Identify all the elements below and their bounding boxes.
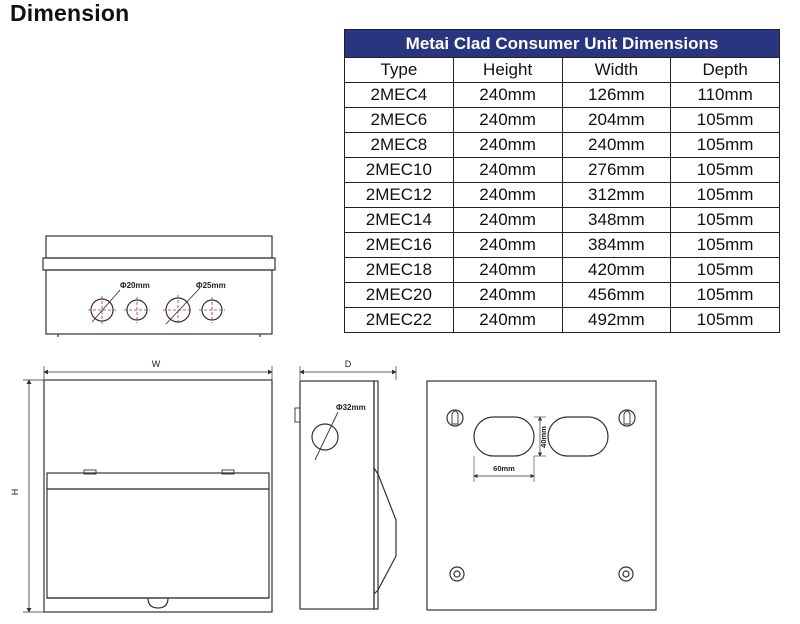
table-cell-depth: 105mm bbox=[670, 307, 780, 333]
table-cell-height: 240mm bbox=[452, 132, 563, 158]
knockout-phi32-icon bbox=[311, 423, 339, 451]
table-cell-type: 2MEC6 bbox=[344, 107, 454, 133]
side-view-door-profile bbox=[373, 467, 397, 595]
knockout-circle-4-icon bbox=[199, 297, 225, 323]
front-view-door bbox=[46, 488, 270, 599]
keyhole-mount-right-icon bbox=[618, 409, 636, 427]
table-cell-width: 204mm bbox=[561, 107, 672, 133]
dimensions-table: Metai Clad Consumer Unit Dimensions Type… bbox=[344, 29, 780, 333]
side-view-lid-edge bbox=[373, 380, 379, 610]
table-cell-depth: 105mm bbox=[670, 107, 780, 133]
side-view-drawing bbox=[294, 366, 397, 610]
table-caption: Metai Clad Consumer Unit Dimensions bbox=[344, 29, 780, 58]
table-cell-width: 492mm bbox=[561, 307, 672, 333]
table-cell-width: 126mm bbox=[561, 82, 672, 108]
slot-width-label: 60mm bbox=[493, 464, 515, 473]
knockout-phi32-label: Φ32mm bbox=[336, 403, 366, 412]
table-cell-height: 240mm bbox=[452, 282, 563, 308]
knockout-phi25-icon bbox=[163, 287, 201, 325]
table-cell-width: 384mm bbox=[561, 232, 672, 258]
table-cell-depth: 110mm bbox=[670, 82, 780, 108]
door-latch-icon bbox=[147, 597, 169, 609]
table-cell-width: 240mm bbox=[561, 132, 672, 158]
table-cell-width: 312mm bbox=[561, 182, 672, 208]
knockout-phi20-label: Φ20mm bbox=[120, 281, 150, 290]
cable-slot-right bbox=[547, 416, 609, 457]
knockout-phi25-label: Φ25mm bbox=[196, 281, 226, 290]
height-dimension-label: H bbox=[10, 489, 20, 496]
front-view-enclosure bbox=[43, 379, 273, 613]
table-cell-depth: 105mm bbox=[670, 182, 780, 208]
table-cell-height: 240mm bbox=[452, 107, 563, 133]
top-view-lid bbox=[45, 235, 273, 259]
table-cell-type: 2MEC16 bbox=[344, 232, 454, 258]
cable-slot-left bbox=[473, 416, 535, 457]
keyhole-mount-left-icon bbox=[446, 409, 464, 427]
table-cell-height: 240mm bbox=[452, 157, 563, 183]
top-view-body bbox=[45, 269, 273, 335]
table-cell-height: 240mm bbox=[452, 82, 563, 108]
table-header-row: Type Height Width Depth bbox=[344, 57, 780, 83]
side-view-body bbox=[299, 380, 375, 610]
slot-height-label: 40mm bbox=[539, 426, 548, 448]
column-header-height: Height bbox=[452, 57, 563, 83]
table-cell-height: 240mm bbox=[452, 307, 563, 333]
front-view-drawing bbox=[23, 366, 273, 613]
back-view-drawing bbox=[426, 380, 657, 611]
table-cell-type: 2MEC14 bbox=[344, 207, 454, 233]
table-cell-type: 2MEC8 bbox=[344, 132, 454, 158]
page-title: Dimension bbox=[10, 0, 130, 26]
screw-hole-left-icon bbox=[449, 566, 465, 582]
top-view-drawing bbox=[42, 235, 276, 337]
table-cell-type: 2MEC20 bbox=[344, 282, 454, 308]
width-dimension-label: W bbox=[152, 359, 161, 369]
table-cell-height: 240mm bbox=[452, 257, 563, 283]
knockout-phi20-icon bbox=[88, 289, 121, 324]
top-view-rim bbox=[42, 257, 276, 271]
screw-hole-right-icon bbox=[618, 566, 634, 582]
table-cell-type: 2MEC22 bbox=[344, 307, 454, 333]
column-header-depth: Depth bbox=[670, 57, 780, 83]
back-view-plate bbox=[426, 380, 657, 611]
table-cell-type: 2MEC4 bbox=[344, 82, 454, 108]
depth-dimension-label: D bbox=[345, 359, 352, 369]
table-cell-depth: 105mm bbox=[670, 257, 780, 283]
table-cell-width: 348mm bbox=[561, 207, 672, 233]
knockout-circle-2-icon bbox=[124, 297, 150, 323]
table-cell-height: 240mm bbox=[452, 207, 563, 233]
table-cell-width: 276mm bbox=[561, 157, 672, 183]
table-cell-depth: 105mm bbox=[670, 207, 780, 233]
front-view-door-top bbox=[46, 472, 270, 490]
